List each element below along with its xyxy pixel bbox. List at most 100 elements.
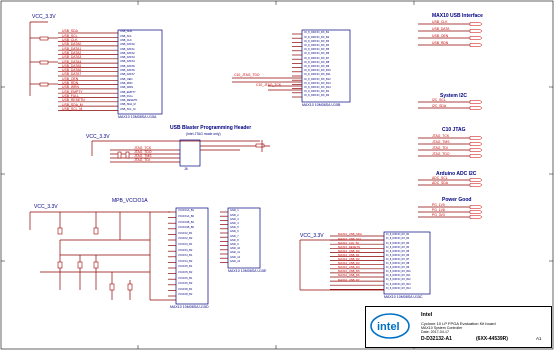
left-bus-net: USB_DATA2 bbox=[62, 50, 82, 55]
u15b-pin-label: IO_8_DIFFIO_RX_B4 bbox=[304, 43, 330, 47]
u15b-pin-label: IO_8_DIFFIO_RX_B3 bbox=[304, 39, 330, 43]
pg-net-label: PG_1V8 bbox=[432, 208, 445, 212]
usb-net-label: USB_DATA bbox=[432, 27, 450, 31]
left-bus-net: USB_EMPTY bbox=[62, 89, 83, 94]
u15a-pin-label: USB_DATA4 bbox=[120, 60, 135, 64]
u15e-pin-label: GND_11 bbox=[230, 251, 240, 255]
u15b-body bbox=[301, 29, 351, 103]
title-rev: A1 bbox=[536, 336, 542, 341]
u15c-net-label: MAX10_USB_SDA bbox=[338, 232, 362, 237]
u15d-pin-label: VCCIO1A_B2 bbox=[178, 214, 195, 218]
left-bus-net: USB_DATA5 bbox=[62, 63, 82, 68]
u15b-pin-wires bbox=[292, 33, 302, 98]
u15c-net-label: MAX10_CLK_50 bbox=[338, 240, 359, 245]
u15c-caption: MAX10 10M08SA U15C bbox=[384, 295, 423, 299]
u15a-pin-label: USB_SDA bbox=[120, 30, 133, 34]
adc-net-flag bbox=[469, 178, 483, 182]
u15c-pin-label: IO_8_DIFFIO_RX_B11 bbox=[386, 274, 411, 278]
u15a-body bbox=[117, 29, 163, 115]
u15b-pin-label: IO_8_DIFFIO_RX_B1 bbox=[304, 90, 330, 94]
u15e-pin-label: GND_4 bbox=[230, 221, 239, 225]
title-company: Intel bbox=[421, 312, 433, 318]
right-net-flags bbox=[418, 22, 483, 219]
u15a-pin-label: USB_DATA6 bbox=[120, 69, 135, 72]
title-part-number: (6XX-44539R) bbox=[476, 336, 508, 342]
intel-logo-text: intel bbox=[377, 321, 400, 333]
usb-net-flag bbox=[469, 29, 483, 33]
vcc-label-top-left: VCC_3.3V bbox=[32, 14, 56, 20]
pg-net-flag bbox=[469, 210, 483, 214]
u15b-pin-label: IO_8_DIFFIO_RX_B1 bbox=[304, 31, 330, 35]
u15e-body bbox=[227, 207, 261, 269]
left-bus-net: USB_SDA bbox=[62, 29, 78, 34]
section-power-good: Power Good bbox=[442, 197, 472, 203]
u15b-pin-label: IO_8_DIFFIO_RX_B11 bbox=[304, 73, 331, 77]
u15d-pin-label: VCCIO5_B1 bbox=[178, 265, 193, 269]
left-bus-wires bbox=[58, 32, 118, 111]
left-bus-net: USB_FULL bbox=[62, 93, 80, 98]
left-bus-net: USB_DATA0 bbox=[62, 42, 82, 47]
u15c-net-label: MAX10_USB_D4 bbox=[338, 265, 360, 270]
u15d-pin-label: VCCIO1B_B1 bbox=[178, 220, 195, 224]
u15a-pin-label: USB_WRN bbox=[120, 86, 133, 90]
adc-net-flag bbox=[469, 183, 483, 187]
u15b-net-1: C10_JTAG_TDO bbox=[234, 73, 260, 77]
blaster-net: JTAG_TDO bbox=[134, 150, 152, 154]
left-bus-net: USB_CLK bbox=[62, 38, 78, 42]
cap-c1 bbox=[57, 227, 63, 235]
u15c-net-label: MAX10_USB_SCL bbox=[338, 236, 362, 241]
title-block: intel Intel Cyclone 10 LP FPGA Evaluatio… bbox=[365, 306, 552, 348]
cap-c7 bbox=[127, 283, 133, 291]
blaster-connector-ref: J6 bbox=[184, 167, 188, 171]
u15e-pin-label: GND_12 bbox=[230, 255, 241, 259]
section-arduino-adc-i2c: Arduino ADC I2C bbox=[436, 171, 477, 177]
u15b-pin-label: IO_8_DIFFIO_RX_B2 bbox=[304, 94, 330, 98]
u15c-pin-label: IO_8_DIFFIO_RX_B1 bbox=[386, 233, 410, 237]
u15a-pin-label: USB_DATA2 bbox=[120, 51, 135, 55]
u15e-pin-label: GND_10 bbox=[230, 247, 241, 251]
blaster-connector bbox=[179, 139, 201, 167]
u15b-pin-label: IO_8_DIFFIO_RX_B12 bbox=[304, 77, 331, 81]
resistor-r3 bbox=[39, 82, 49, 87]
u15c-pin-label: IO_8_DIFFIO_RX_B12 bbox=[386, 278, 411, 282]
i2c-net-flag bbox=[469, 100, 483, 104]
u15d-pin-label: VCCIO4_B2 bbox=[178, 259, 193, 263]
u15d-pin-label: VCCIO6_B2 bbox=[178, 282, 193, 286]
u15c-net-label: MAX10_USB_D2 bbox=[338, 257, 360, 261]
u15d-pin-label: VCCIO8_B1 bbox=[178, 287, 193, 291]
usb-net-flag bbox=[469, 36, 483, 40]
u15c-pin-label: IO_8_DIFFIO_RX_B9 bbox=[386, 266, 410, 270]
usb-net-label: USB_OEN bbox=[432, 34, 449, 38]
u15d-pin-label: VCCIO5_B2 bbox=[178, 270, 193, 274]
u15e-pin-label: GND_9 bbox=[230, 242, 239, 246]
cap-c3 bbox=[57, 261, 63, 269]
title-doc-number: D-D32132-A1 bbox=[421, 336, 452, 342]
u15a-pin-label: USB_OEN bbox=[120, 77, 133, 81]
title-description: Cyclone 10 LP FPGA Evaluation Kit board bbox=[421, 321, 496, 326]
section-system-i2c: System I2C bbox=[440, 93, 467, 99]
u15b-caption: MAX10 10M08SA U15B bbox=[302, 103, 341, 107]
u15a-pin-label: USB_DATA1 bbox=[120, 47, 135, 51]
u15a-pin-label: USB_FULL bbox=[120, 94, 134, 98]
usb-net-flag bbox=[469, 22, 483, 26]
u15c-pin-label: IO_8_DIFFIO_RX_B13 bbox=[386, 282, 411, 286]
u15e-caption: MAX10 10M08SA U15E bbox=[228, 269, 267, 273]
u15c-net-label: MAX10_USB_D0 bbox=[338, 248, 360, 253]
left-bus-net: USB_RDN bbox=[62, 81, 79, 85]
jtag-net-label: JTAG_TDI bbox=[432, 146, 448, 150]
u15e-pin-label: GND_8 bbox=[230, 238, 239, 242]
cap-c5 bbox=[93, 261, 99, 269]
u15a-pin-label: USB_EMPTY bbox=[120, 90, 136, 94]
adc-net-label: ADC_SDA bbox=[432, 181, 449, 185]
u15e-pin-label: GND_1 bbox=[230, 209, 239, 213]
jtag-net-label: JTAG_TCK bbox=[432, 134, 450, 138]
u15c-net-wires bbox=[299, 239, 384, 291]
power-decoupling bbox=[29, 211, 176, 301]
usb-net-flag bbox=[469, 43, 483, 47]
u15a-pin-label: USB_DATA3 bbox=[120, 56, 135, 60]
left-bus-net: USB_RESETN bbox=[62, 98, 85, 103]
u15c-pin-label: IO_8_DIFFIO_RX_B7 bbox=[386, 257, 410, 261]
u15b-pin-label: IO_8_DIFFIO_RX_B10 bbox=[304, 69, 331, 73]
u15d-pin-label: VCCIO2_B2 bbox=[178, 237, 193, 241]
